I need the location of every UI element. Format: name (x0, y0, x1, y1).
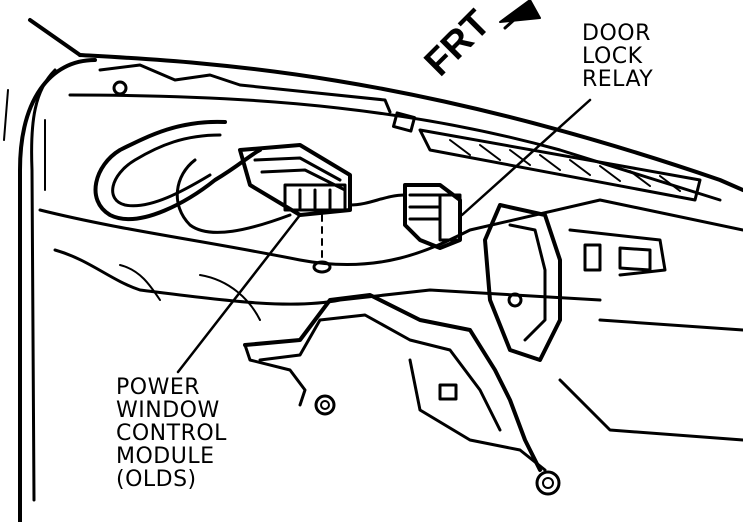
door-lock-relay-line-2: LOCK (582, 44, 643, 69)
lower-bracket-foot (243, 343, 307, 407)
door-lock-relay-line-3: RELAY (582, 67, 654, 92)
inner-panel-edge (38, 198, 743, 267)
vent-louvers (449, 139, 681, 192)
right-panel-slots (583, 243, 652, 272)
inner-panel-lower (53, 248, 602, 306)
wiring-harness-inner (111, 133, 222, 208)
top-rail (78, 53, 743, 192)
top-rail-lower (68, 93, 722, 202)
right-panel (558, 228, 743, 442)
panel-wave (119, 264, 261, 321)
front-marker-label: FRT (417, 2, 499, 84)
right-brace-inner (508, 223, 547, 342)
wiring-harness (93, 119, 262, 222)
top-bracket (98, 63, 392, 114)
rail-clip (391, 111, 417, 133)
door-frame-outline (18, 18, 97, 522)
power-window-module-line-2: WINDOW (116, 398, 220, 423)
leader-door-lock-relay (460, 98, 592, 217)
bracket-bolt-left (314, 394, 336, 416)
lower-bracket (243, 293, 542, 472)
door-lock-relay-shape (403, 183, 462, 250)
power-window-module-line-4: MODULE (116, 444, 215, 469)
wiring-harness-lower (175, 158, 292, 234)
vent-strip (418, 128, 702, 202)
relay-cable (348, 193, 407, 207)
front-arrow-icon (499, 0, 541, 30)
bracket-bolt-right (535, 470, 561, 496)
bracket-bolt-right-inner (542, 477, 554, 489)
door-lock-relay-line-1: DOOR (582, 21, 651, 46)
power-window-module-label: POWER WINDOW CONTROL MODULE (OLDS) (116, 376, 227, 491)
right-brace (483, 203, 562, 362)
bracket-nut (438, 383, 458, 401)
bracket-bolt-left-inner (320, 400, 330, 410)
power-window-module-line-3: CONTROL (116, 421, 227, 446)
bracket-arm (408, 358, 547, 472)
module-mount-screw (312, 260, 332, 274)
power-window-module-line-5: (OLDS) (116, 467, 197, 492)
power-window-module-shape (238, 143, 352, 217)
lower-bracket-inner (258, 313, 502, 432)
top-bracket-hole (112, 80, 128, 96)
door-frame-inner (30, 68, 57, 502)
leader-power-window-module (176, 213, 302, 374)
door-frame-rib (3, 89, 46, 191)
right-brace-hole (507, 292, 523, 308)
power-window-module-line-1: POWER (116, 375, 201, 400)
door-lock-relay-label: DOOR LOCK RELAY (582, 22, 653, 91)
